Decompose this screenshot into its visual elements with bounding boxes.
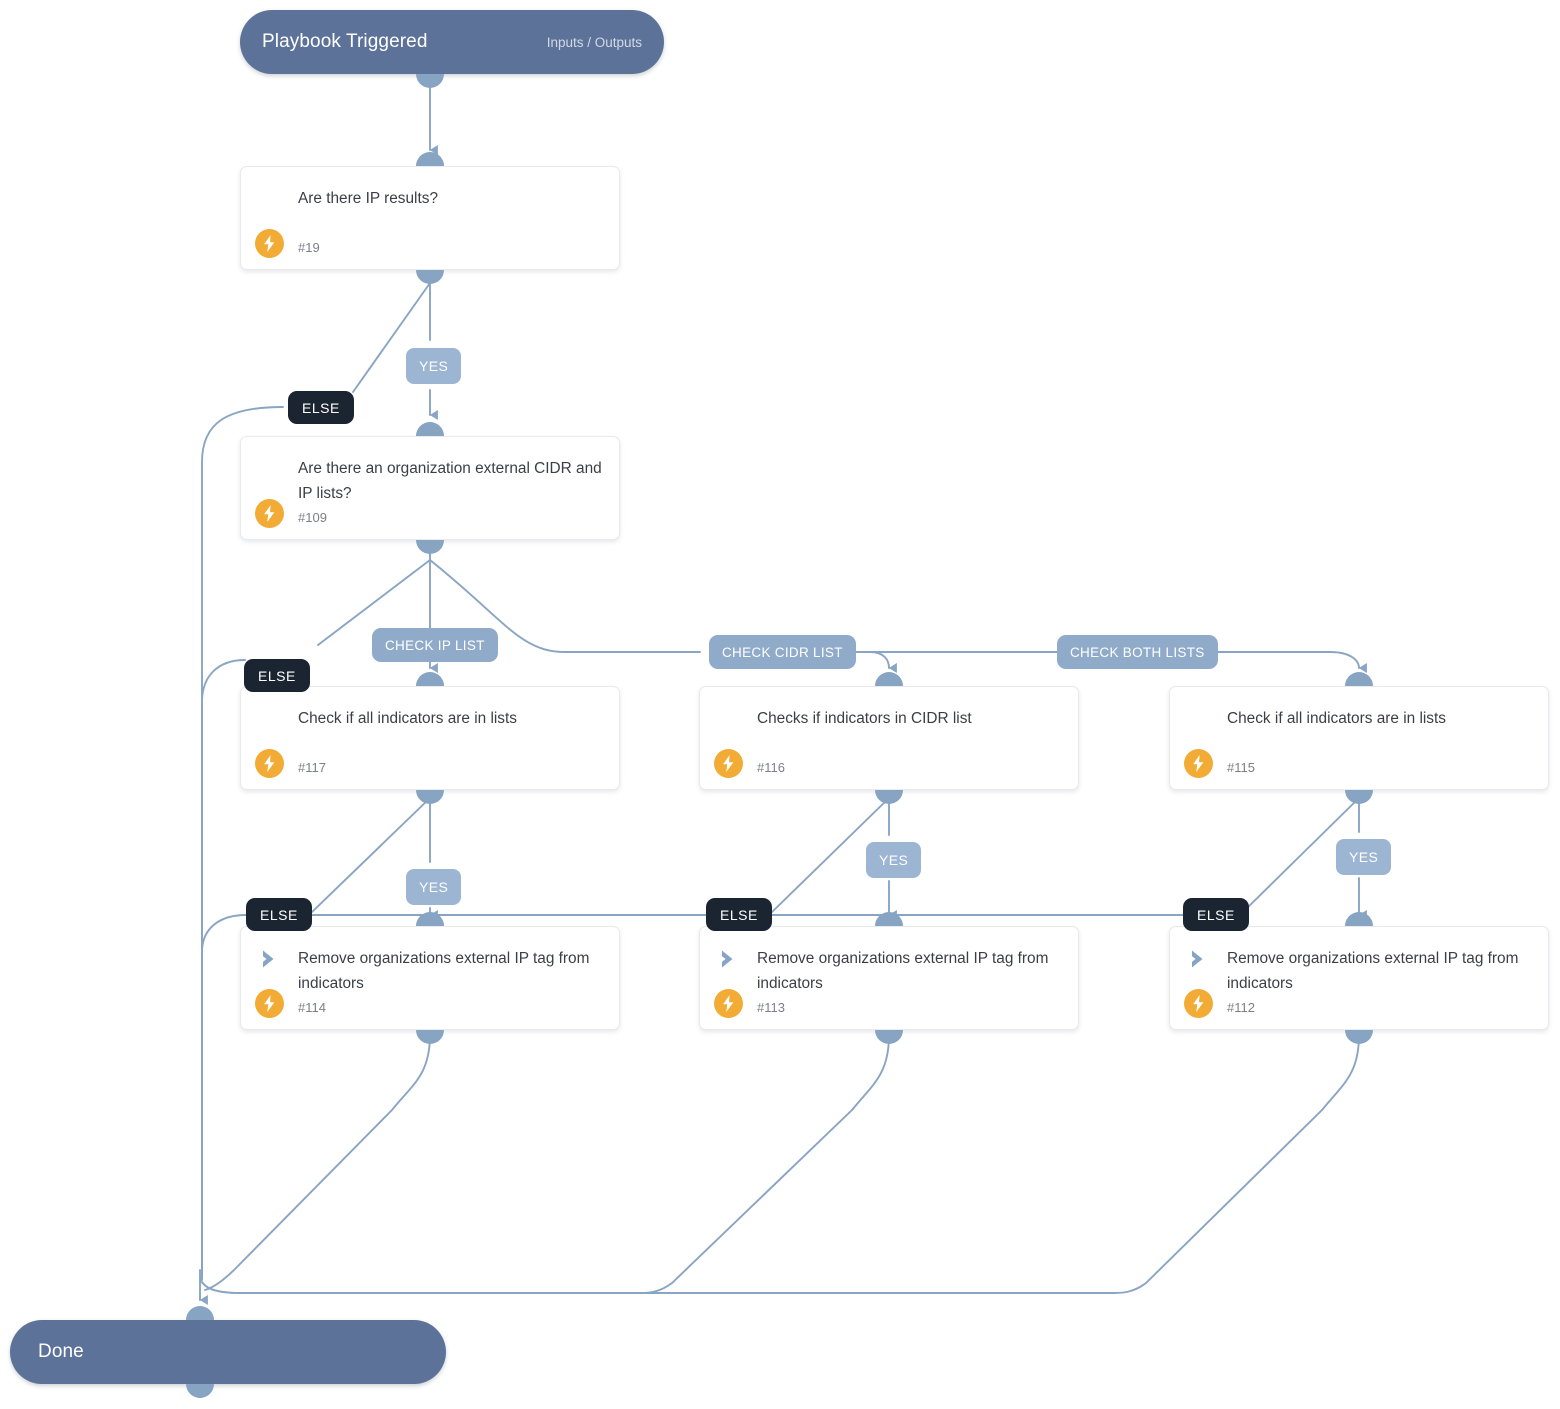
port-out-done[interactable] xyxy=(186,1384,214,1398)
edge-label-else-115[interactable]: ELSE xyxy=(1183,898,1249,931)
diamond-icon xyxy=(1187,708,1209,730)
bolt-icon xyxy=(255,749,284,778)
edge-label-else-19[interactable]: ELSE xyxy=(288,391,354,424)
node-title-114: Remove organizations external IP tag fro… xyxy=(298,950,590,992)
port-out-19[interactable] xyxy=(416,270,444,284)
port-out-116[interactable] xyxy=(875,790,903,804)
node-title-115: Check if all indicators are in lists xyxy=(1227,710,1446,727)
edge-label-else-117[interactable]: ELSE xyxy=(246,898,312,931)
edge-label-yes-116[interactable]: YES xyxy=(866,842,922,878)
chevron-right-icon xyxy=(258,948,280,970)
edge-label-text: ELSE xyxy=(260,906,298,923)
node-id-115: #115 xyxy=(1227,760,1255,775)
diamond-icon xyxy=(258,188,280,210)
bolt-icon xyxy=(255,989,284,1018)
edge-label-text: YES xyxy=(1349,849,1379,865)
edge-label-check-ip-list[interactable]: CHECK IP LIST xyxy=(372,628,498,662)
node-title-116: Checks if indicators in CIDR list xyxy=(757,710,972,727)
node-card-109[interactable]: Are there an organization external CIDR … xyxy=(240,436,620,540)
edge-label-text: ELSE xyxy=(258,667,296,684)
port-in-19[interactable] xyxy=(416,152,444,166)
port-in-116[interactable] xyxy=(875,672,903,686)
node-title-109: Are there an organization external CIDR … xyxy=(298,460,602,502)
port-out-113[interactable] xyxy=(875,1030,903,1044)
start-node[interactable]: Playbook Triggered Inputs / Outputs xyxy=(240,10,664,74)
node-id-114: #114 xyxy=(298,1000,326,1015)
port-in-done[interactable] xyxy=(186,1306,214,1320)
node-title-117: Check if all indicators are in lists xyxy=(298,710,517,727)
node-title-112: Remove organizations external IP tag fro… xyxy=(1227,950,1519,992)
bolt-icon xyxy=(714,749,743,778)
edge-label-text: CHECK CIDR LIST xyxy=(722,644,843,660)
start-node-inputs-outputs-link[interactable]: Inputs / Outputs xyxy=(546,34,642,50)
node-card-113[interactable]: Remove organizations external IP tag fro… xyxy=(699,926,1079,1030)
node-card-117[interactable]: Check if all indicators are in lists #11… xyxy=(240,686,620,790)
edge-label-yes-115[interactable]: YES xyxy=(1336,839,1392,875)
edge-label-text: CHECK BOTH LISTS xyxy=(1070,644,1205,660)
port-in-109[interactable] xyxy=(416,422,444,436)
node-card-115[interactable]: Check if all indicators are in lists #11… xyxy=(1169,686,1549,790)
start-node-title: Playbook Triggered xyxy=(262,31,428,52)
port-in-113[interactable] xyxy=(875,912,903,926)
bolt-icon xyxy=(714,989,743,1018)
node-card-112[interactable]: Remove organizations external IP tag fro… xyxy=(1169,926,1549,1030)
bolt-icon xyxy=(1184,989,1213,1018)
port-out-112[interactable] xyxy=(1345,1030,1373,1044)
edge-label-check-cidr-list[interactable]: CHECK CIDR LIST xyxy=(709,635,856,669)
port-out-start[interactable] xyxy=(416,74,444,88)
port-out-115[interactable] xyxy=(1345,790,1373,804)
port-out-117[interactable] xyxy=(416,790,444,804)
diamond-icon xyxy=(258,708,280,730)
bolt-icon xyxy=(1184,749,1213,778)
node-card-114[interactable]: Remove organizations external IP tag fro… xyxy=(240,926,620,1030)
port-in-117[interactable] xyxy=(416,672,444,686)
diamond-icon xyxy=(717,708,739,730)
edge-label-text: YES xyxy=(879,852,909,868)
edge-label-text: CHECK IP LIST xyxy=(385,637,485,653)
edge-label-check-both-lists[interactable]: CHECK BOTH LISTS xyxy=(1057,635,1218,669)
edge-label-yes-19[interactable]: YES xyxy=(406,348,462,384)
port-in-112[interactable] xyxy=(1345,912,1373,926)
diamond-icon xyxy=(258,458,280,480)
node-id-117: #117 xyxy=(298,760,326,775)
chevron-right-icon xyxy=(717,948,739,970)
node-card-116[interactable]: Checks if indicators in CIDR list #116 xyxy=(699,686,1079,790)
node-title-113: Remove organizations external IP tag fro… xyxy=(757,950,1049,992)
node-id-113: #113 xyxy=(757,1000,785,1015)
edge-label-text: YES xyxy=(419,358,449,374)
port-in-115[interactable] xyxy=(1345,672,1373,686)
port-out-114[interactable] xyxy=(416,1030,444,1044)
edge-label-yes-117[interactable]: YES xyxy=(406,869,462,905)
node-id-116: #116 xyxy=(757,760,785,775)
bolt-icon xyxy=(255,229,284,258)
node-title-19: Are there IP results? xyxy=(298,190,439,207)
edge-label-text: ELSE xyxy=(1197,906,1235,923)
node-card-19[interactable]: Are there IP results? #19 xyxy=(240,166,620,270)
port-out-109[interactable] xyxy=(416,540,444,554)
edge-label-text: YES xyxy=(419,879,449,895)
edge-label-else-116[interactable]: ELSE xyxy=(706,898,772,931)
end-node-title: Done xyxy=(38,1341,84,1362)
chevron-right-icon xyxy=(1187,948,1209,970)
node-id-109: #109 xyxy=(298,510,327,525)
bolt-icon xyxy=(255,499,284,528)
end-node[interactable]: Done xyxy=(10,1320,446,1384)
port-in-114[interactable] xyxy=(416,912,444,926)
node-id-19: #19 xyxy=(298,240,320,255)
edge-label-else-109[interactable]: ELSE xyxy=(244,659,310,692)
edge-label-text: ELSE xyxy=(720,906,758,923)
node-id-112: #112 xyxy=(1227,1000,1255,1015)
edge-label-text: ELSE xyxy=(302,399,340,416)
